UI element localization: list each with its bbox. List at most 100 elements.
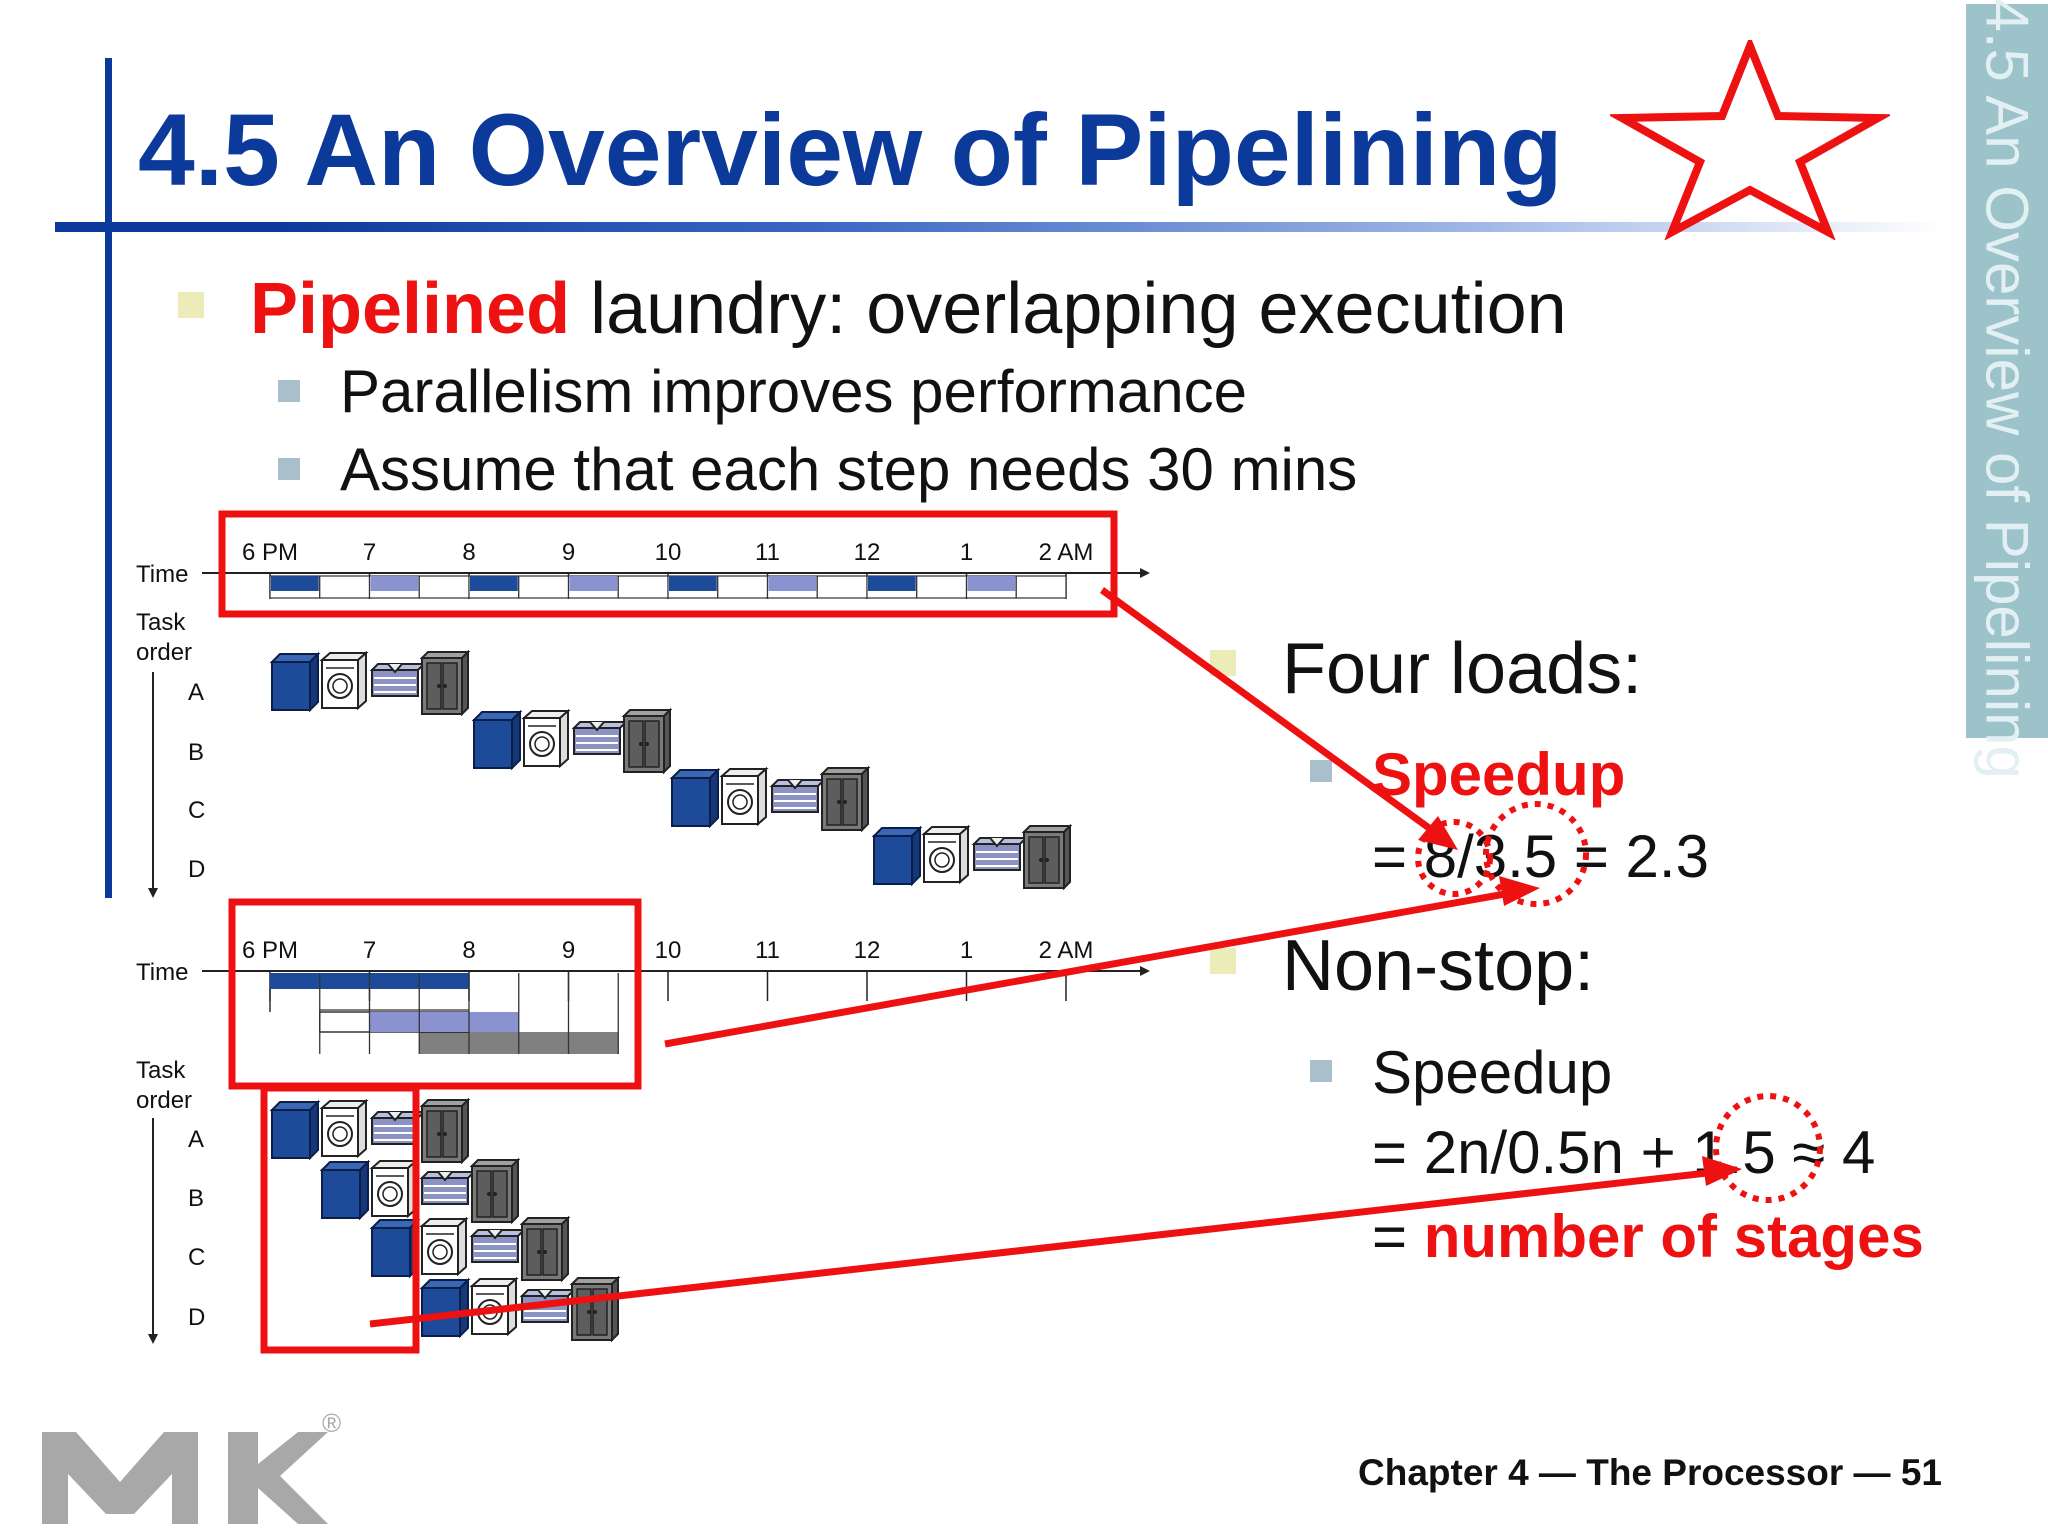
timeline-cell-fill [768,576,817,591]
washer-icon [671,769,719,827]
non-stop-eq1: = 2n/0.5n + 1.5 ≈ 4 [1372,1119,1876,1186]
timeline-cell [916,575,968,599]
closet-icon [421,1099,469,1163]
time-tick-label: 12 [854,539,881,566]
time-label-top: Time [136,561,188,588]
task-order-arrow-top [148,888,158,898]
highlight-box-first-column [260,1084,420,1354]
title-vertical-bar [105,58,112,898]
fold-icon [771,779,825,813]
closet-icon [571,1277,619,1341]
dotted-circle-3-5 [1483,801,1589,907]
timeline-cell [518,575,570,599]
closet-icon [471,1159,519,1223]
closet-icon [421,651,469,715]
fold-icon [573,721,627,755]
dryer-icon [923,826,969,883]
sub-bullet-marker [278,380,300,402]
highlight-box-top-timeline [218,510,1118,618]
task-letter: C [188,1244,205,1271]
time-tick-label: 10 [655,937,682,964]
icon-rows-top [271,651,1071,889]
time-tick-label: 11 [755,937,780,964]
footer-chapter: Chapter 4 — The Processor — 51 [1358,1452,1942,1493]
task-letter: A [188,1126,204,1153]
time-tick-label: 11 [755,539,780,566]
arrow-line-bars-to-3-5 [664,888,1517,1048]
dryer-icon [721,768,767,825]
time-tick-label: 10 [655,539,682,566]
closet-icon [821,767,869,831]
washer-icon [271,653,319,711]
task-order-label-bottom-2: order [136,1087,192,1114]
task-letters-bottom: A B C D [188,1126,205,1331]
highlight-box-pipeline-bars [228,898,642,1090]
four-loads-speedup-label: Speedup [1372,741,1626,808]
timeline-cell [1015,575,1067,599]
page-title: 4.5 An Overview of Pipelining [138,93,1563,207]
sub-bullet-marker [278,458,300,480]
task-order-label-top-2: order [136,639,192,666]
timeline-cell-fill [470,576,518,591]
section-side-tab [1966,4,2048,738]
closet-icon [623,709,671,773]
dryer-icon [371,1160,417,1217]
timeline-cell [319,575,371,599]
time-label-bottom: Time [136,959,188,986]
pipelined-emphasis: Pipelined [250,269,571,349]
pipeline-bar-dry [369,1012,519,1032]
fold-icon [471,1229,525,1263]
task-order-label-bottom-1: Task [136,1057,186,1084]
registered-mark: ® [322,1408,342,1438]
timeline-cell-fill [271,576,319,591]
dryer-icon [321,1100,367,1157]
task-letter: C [188,797,205,824]
time-axis-arrow-top [1140,568,1150,578]
timeline-cell [816,575,868,599]
task-letter: B [188,1185,204,1212]
title-underline [55,222,1945,232]
arrow-head-bars-to-3-5 [1499,876,1540,906]
time-tick-label: 1 [960,539,973,566]
dryer-icon [523,710,569,767]
time-tick-label: 6 PM [242,539,298,566]
bullet-marker [178,292,204,318]
timeline-cells-top [269,575,1067,599]
timeline-cell-fill [569,576,618,591]
time-tick-label: 8 [462,539,475,566]
non-stop-speedup-label: Speedup [1372,1039,1613,1106]
time-tick-label: 9 [562,539,575,566]
washer-icon [371,1219,419,1277]
washer-icon [271,1101,319,1159]
timeline-cell-fill [370,576,419,591]
time-tick-label: 7 [363,539,376,566]
task-letter: D [188,1304,205,1331]
timeline-cell-fill [868,576,916,591]
arrow-line-column-to-1-5 [369,1168,1717,1328]
sub-bullet-parallelism: Parallelism improves performance [340,358,1247,425]
timeline-cell [617,575,669,599]
timeline-cell-fill [967,576,1016,591]
washer-icon [421,1279,469,1337]
washer-icon [321,1161,369,1219]
four-loads-heading: Four loads: [1282,629,1643,709]
washer-icon [873,827,921,885]
pipelined-rest: laundry: overlapping execution [570,269,1567,349]
dryer-icon [421,1218,467,1275]
fold-icon [973,837,1027,871]
sub-bullet-assume: Assume that each step needs 30 mins [340,436,1358,503]
star-icon [1610,40,1890,240]
bullet-pipelined: Pipelined laundry: overlapping execution [250,268,1567,350]
time-tick-label: 12 [854,937,881,964]
time-tick-label: 2 AM [1039,937,1094,964]
arrow-line-timeline-to-8 [1099,587,1443,839]
arrow-head-column-to-1-5 [1702,1156,1742,1186]
sub-bullet-marker [1310,1060,1332,1082]
time-tick-label: 2 AM [1039,539,1094,566]
closet-icon [521,1217,569,1281]
mk-logo [42,1432,328,1524]
time-tick-label: 9 [562,937,575,964]
time-tick-label: 1 [960,937,973,964]
time-axis-arrow-bottom [1140,966,1150,976]
closet-icon [1023,825,1071,889]
